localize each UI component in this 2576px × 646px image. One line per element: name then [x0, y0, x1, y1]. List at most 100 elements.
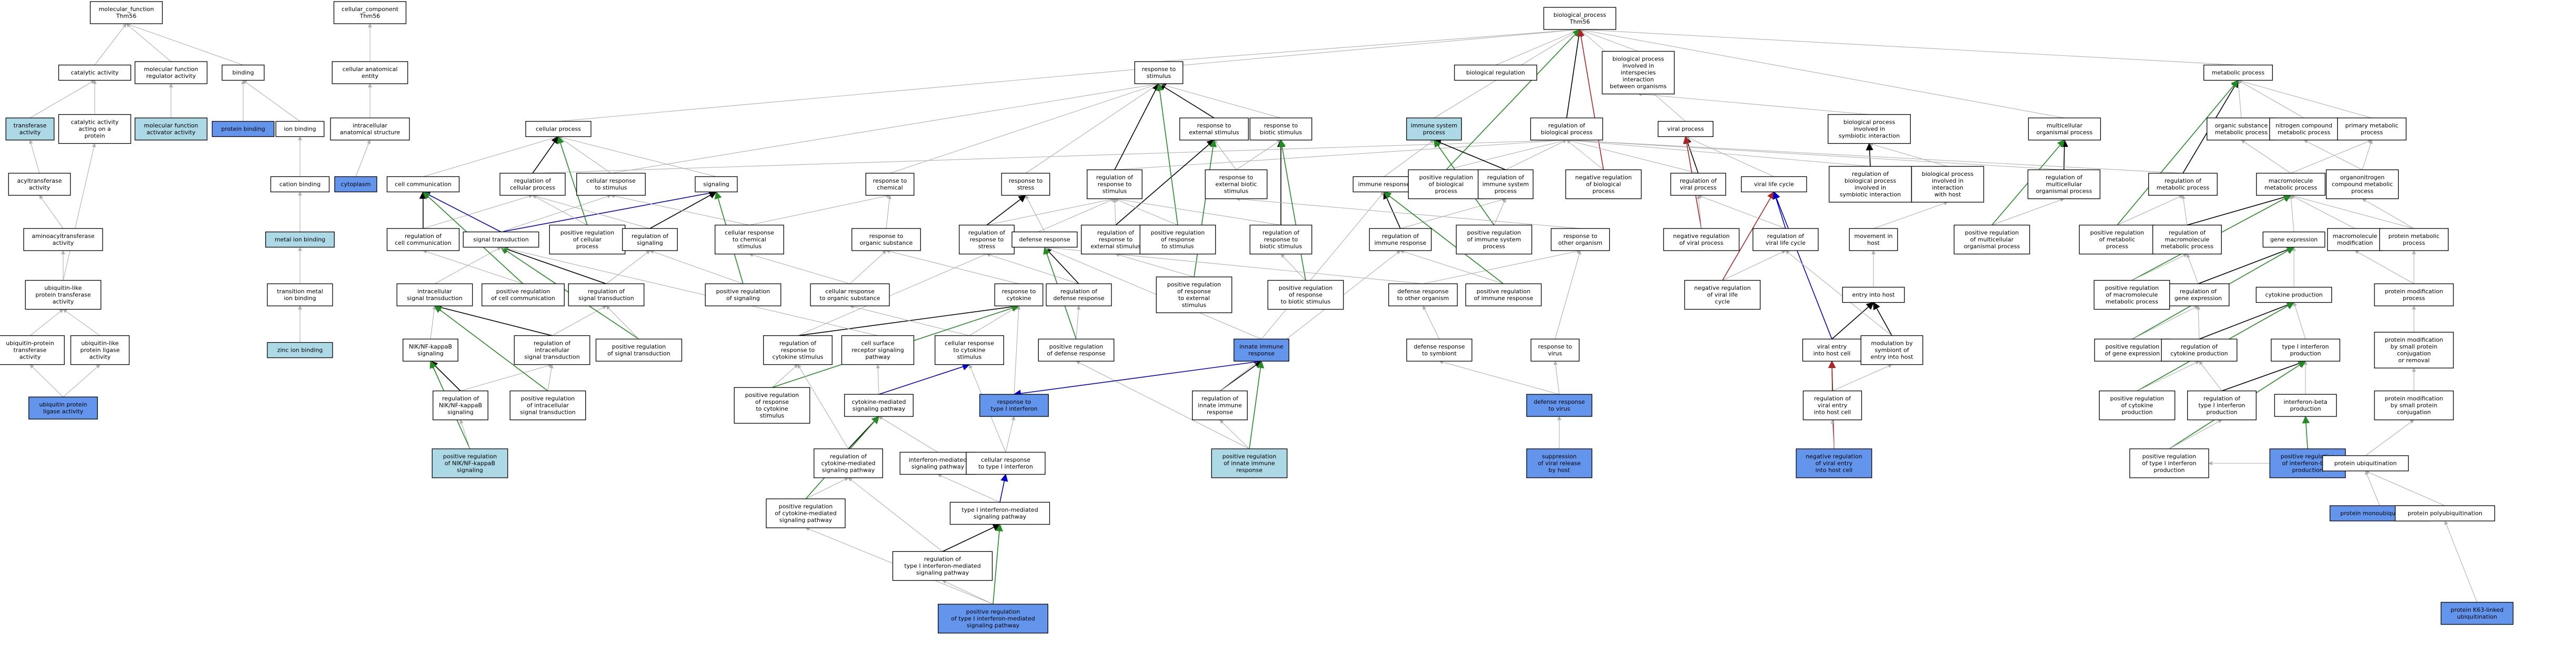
edge-pos-reg-multicell-to-reg-multicell: [1991, 198, 2064, 226]
node-label: regulation of: [1814, 395, 1851, 402]
node-label: ubiquitin protein: [39, 401, 87, 408]
node-label: regulation of: [830, 453, 867, 460]
node-box: [1456, 224, 1532, 255]
node-box: [2271, 339, 2340, 362]
node-label: macromolecule: [2333, 233, 2378, 240]
node-box: [715, 224, 784, 255]
node-label: to organic substance: [819, 295, 880, 302]
node-box: [1249, 117, 1312, 141]
edge-cell-resp-cytokine-to-resp-cytokine: [969, 305, 1019, 336]
edge-pos-reg-type1-sig-to-type1-sig: [993, 523, 1004, 604]
node-box: [1478, 169, 1533, 200]
node-label: process: [576, 243, 599, 250]
edge-binding-to-mf: [126, 23, 244, 66]
node-label: of innate immune: [1224, 460, 1275, 467]
node-label: positive regulation: [2110, 395, 2164, 402]
node-label: of viral process: [1679, 240, 1723, 246]
node-label: positive regulation: [745, 392, 799, 399]
edge-neg-reg-bp-to-reg-bp: [1566, 140, 1604, 170]
node-label: other organism: [1558, 240, 1602, 246]
node-label: interaction: [1932, 184, 1963, 191]
node-label: protein: [84, 133, 105, 140]
node-label: ubiquitin-like: [81, 340, 118, 347]
node-label: intracellular: [417, 288, 452, 295]
node-label: metabolic process: [2106, 299, 2158, 305]
node-label: external stimulus: [1090, 243, 1141, 250]
node-label: viral entry: [1818, 402, 1848, 409]
edge-cytoplasm-to-ias: [355, 140, 371, 177]
node-label: negative regulation: [1575, 174, 1632, 181]
node-label: cycle: [1715, 299, 1730, 305]
edge-reg-resp-cytokine-to-reg-resp-stim: [797, 198, 1115, 336]
node-label: interspecies: [1621, 69, 1656, 76]
node-box: [1465, 283, 1542, 306]
node-label: viral entry: [1817, 343, 1847, 350]
edge-prot-mod-proc-to-macro-mod: [2354, 250, 2414, 284]
node-label: defense response: [1019, 236, 1070, 243]
edge-reg-cytokine-sig-to-reg-resp-cytokine: [797, 364, 849, 449]
edge-reg-resp-biotic-to-reg-resp-stim: [1114, 197, 1281, 226]
node-label: to biotic stimulus: [1281, 299, 1331, 305]
node-gene-expr: gene expression: [2262, 231, 2326, 248]
node-label: cell communication: [395, 181, 452, 188]
edge-ubl-ligase-to-ubl-trans: [63, 309, 101, 336]
node-label: signaling: [417, 350, 444, 357]
node-box: [0, 335, 65, 365]
edge-reg-sig-trans-to-sig-trans: [500, 245, 607, 284]
node-box: [568, 283, 645, 306]
node-label: immune response: [1375, 240, 1427, 246]
node-box: [2379, 228, 2449, 251]
edge-reg-imm-resp-to-reg-imm-sys: [1400, 197, 1506, 229]
node-label: Thm56: [359, 13, 380, 19]
node-label: protein ligase: [81, 347, 120, 354]
node-label: stimulus: [1224, 188, 1249, 195]
node-label: biological process: [1843, 119, 1895, 126]
node-box: [1849, 228, 1898, 251]
node-label: stimulus: [1102, 188, 1127, 195]
node-label: activity: [19, 354, 41, 361]
node-label: viral process: [1667, 126, 1704, 133]
node-label: immune system: [1482, 181, 1529, 188]
node-label: ion binding: [284, 126, 316, 133]
node-box: [2099, 390, 2176, 421]
node-label: symbiotic interaction: [1839, 133, 1900, 140]
node-label: stimulus: [760, 412, 785, 419]
node-box: [1953, 224, 2030, 255]
node-label: external stimulus: [1189, 129, 1239, 136]
edge-def-resp-virus-to-def-resp-symb: [1439, 360, 1560, 395]
node-label: process: [1592, 188, 1615, 195]
node-label: transferase: [14, 347, 47, 354]
node-label: type I interferon: [2198, 402, 2245, 409]
node-label: protein polyubiquitination: [2408, 510, 2482, 517]
edge-primary-to-metab: [2238, 79, 2372, 118]
node-box: [2322, 455, 2409, 472]
edge-interspecies-to-bp: [1579, 28, 1639, 52]
node-box: [549, 224, 626, 255]
edge-pos-reg-resp-stim-to-reg-resp-stim: [1114, 198, 1178, 226]
node-label: to stimulus: [1161, 243, 1194, 250]
node-label: production: [2290, 405, 2321, 412]
node-label: protein transferase: [35, 292, 91, 299]
node-label: involved in: [1855, 184, 1886, 191]
node-label: molecular function: [144, 122, 198, 129]
node-label: metabolic process: [2264, 184, 2317, 191]
edge-cytokine-sig-to-cell-resp-cytokine: [878, 363, 970, 395]
node-box: [222, 64, 265, 81]
node-box: [403, 339, 458, 362]
edge-pos-reg-resp-stim-to-resp-stim: [1156, 83, 1178, 225]
